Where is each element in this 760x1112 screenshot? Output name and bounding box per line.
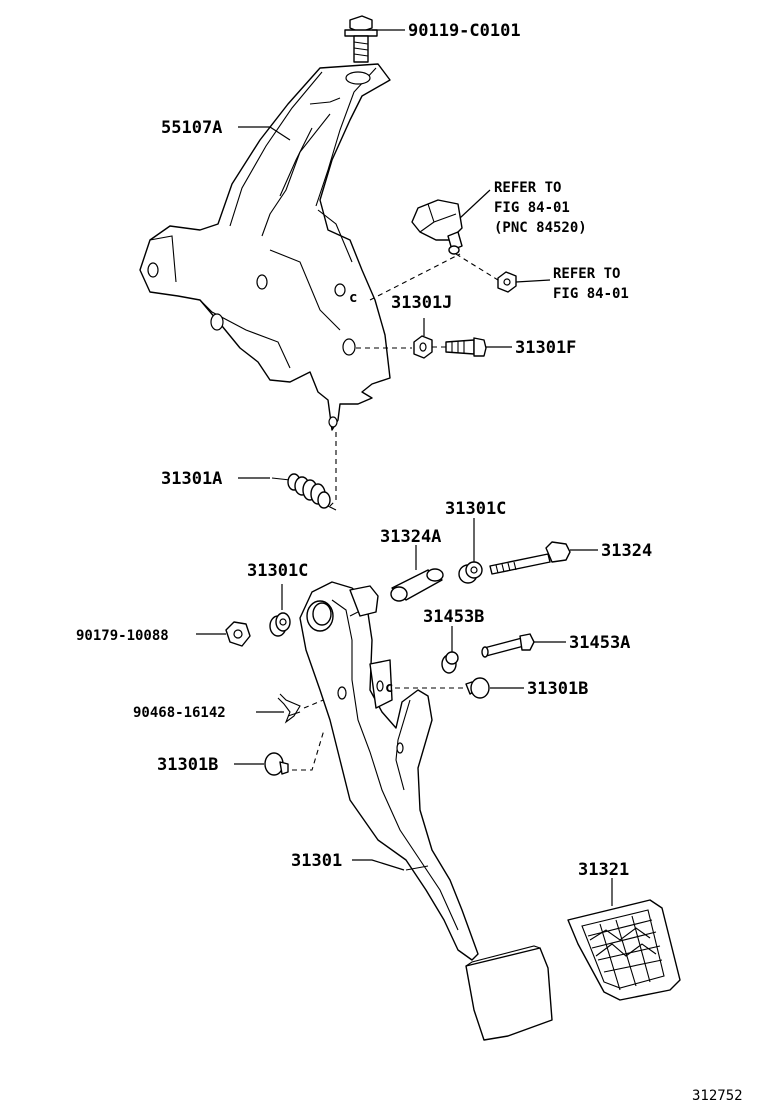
pedal-pad-31321-icon <box>567 899 681 1001</box>
bushing-31301c-left-icon <box>269 612 291 637</box>
svg-text:c: c <box>385 680 393 696</box>
leader-31301 <box>352 859 405 871</box>
clip-90468-icon <box>277 693 301 724</box>
label-31301b-right: 31301B <box>527 679 588 699</box>
pnc-ref-text: (PNC 84520) <box>494 220 587 236</box>
label-31301a: 31301A <box>161 469 222 489</box>
bolt-90119-icon <box>344 15 378 63</box>
bushing-31301c-right-icon <box>458 561 483 584</box>
label-31324a: 31324A <box>380 527 441 547</box>
collar-31324a-icon <box>390 568 444 602</box>
pin-31453a-icon <box>481 633 535 658</box>
stopper-31301f-icon <box>445 337 487 357</box>
cushion-31301b-right-icon <box>465 677 490 699</box>
stop-lamp-switch-icon <box>411 199 463 255</box>
label-31301c-left: 31301C <box>247 561 308 581</box>
leader-refer-1 <box>459 189 491 219</box>
figure-number: 312752 <box>692 1088 743 1104</box>
label-90468-16142: 90468-16142 <box>133 705 226 721</box>
nut-90179-icon <box>225 621 251 647</box>
label-31453a: 31453A <box>569 633 630 653</box>
label-31301: 31301 <box>291 851 342 871</box>
label-31453b: 31453B <box>423 607 484 627</box>
label-31301j: 31301J <box>391 293 452 313</box>
nut-31301j-icon <box>413 335 433 359</box>
bolt-31324-icon <box>489 541 571 575</box>
label-31324: 31324 <box>601 541 652 561</box>
cushion-31301b-left-icon <box>264 752 289 776</box>
svg-text:c: c <box>349 290 357 306</box>
dash-switch-nut <box>455 253 499 281</box>
refer-to-text-2: REFER TO <box>553 266 620 282</box>
label-31301c-right: 31301C <box>445 499 506 519</box>
refer-to-text-1: REFER TO <box>494 180 561 196</box>
pedal-bracket-icon: c <box>139 63 391 431</box>
label-31301f: 31301F <box>515 338 576 358</box>
label-31301b-left: 31301B <box>157 755 218 775</box>
brake-pedal-lever-icon: c <box>299 581 553 1041</box>
fig-ref-text-1: FIG 84-01 <box>494 200 570 216</box>
switch-nut-icon <box>497 271 517 293</box>
label-55107a: 55107A <box>161 118 222 138</box>
leader-refer-2 <box>515 279 551 283</box>
dash-cushion-left <box>292 729 325 771</box>
leader-55107a <box>238 126 291 141</box>
fig-ref-text-2: FIG 84-01 <box>553 286 629 302</box>
label-31321: 31321 <box>578 860 629 880</box>
label-90179-10088: 90179-10088 <box>76 628 169 644</box>
return-spring-31301a-icon <box>271 473 337 511</box>
dash-bracket-switch <box>369 253 461 301</box>
bushing-31453b-icon <box>441 651 459 674</box>
label-90119-c0101: 90119-C0101 <box>408 21 521 41</box>
dash-spring <box>329 432 337 507</box>
